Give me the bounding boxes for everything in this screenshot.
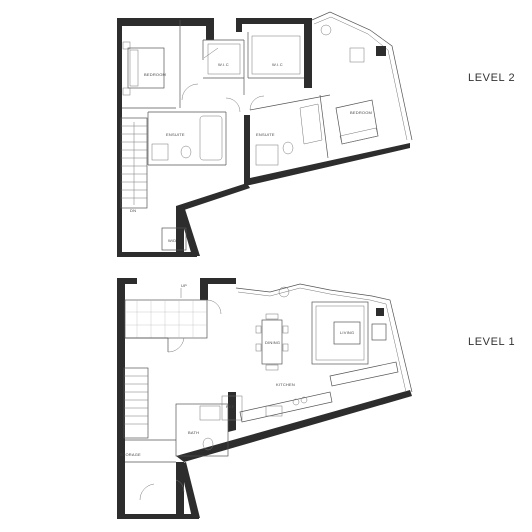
label-down: DN: [130, 208, 136, 213]
room-label-ensuite-right: ENSUITE: [256, 132, 275, 137]
entry-tile: [124, 299, 208, 339]
coffee-table-icon: [333, 321, 361, 345]
level-1-label: LEVEL 1: [468, 336, 516, 348]
bathtub-icon: [199, 115, 223, 161]
room-label-kitchen: KITCHEN: [276, 382, 295, 387]
room-label-bath: BATH: [188, 430, 199, 435]
room-label-bedroom-left: BEDROOM: [144, 72, 166, 77]
plant-icon: [320, 24, 332, 36]
sofa-icon: [311, 301, 369, 365]
room-label-bedroom-right: BEDROOM: [350, 110, 372, 115]
fridge-icon: [221, 395, 243, 421]
armchair-icon: [349, 47, 365, 63]
plant-icon-l1: [278, 286, 290, 298]
room-label-ensuite-left: ENSUITE: [166, 132, 185, 137]
room-label-storage: STORAGE: [120, 452, 141, 457]
room-label-wic-right: W.I.C: [272, 62, 283, 67]
level-2-label: LEVEL 2: [468, 72, 516, 84]
room-label-living: LIVING: [340, 330, 354, 335]
toilet-icon: [180, 145, 192, 159]
room-label-dining: DINING: [265, 340, 280, 345]
level-2-plan: BEDROOM W.I.C W.I.C BEDROOM ENSUITE ENSU…: [117, 11, 413, 257]
room-label-ref: REF: [226, 404, 235, 409]
room-label-wd: W/D: [168, 238, 176, 243]
washer-dryer: [161, 227, 187, 251]
sink-icon: [151, 143, 169, 161]
armchair-icon-l1: [371, 323, 387, 341]
dining-table-icon: [261, 319, 283, 365]
label-up: UP: [181, 283, 187, 288]
room-label-wic-left: W.I.C: [218, 62, 229, 67]
bed-icon: [127, 47, 165, 89]
level-1-plan: UP DINING LIVING KITCHEN BATH REF STORAG…: [117, 278, 413, 519]
